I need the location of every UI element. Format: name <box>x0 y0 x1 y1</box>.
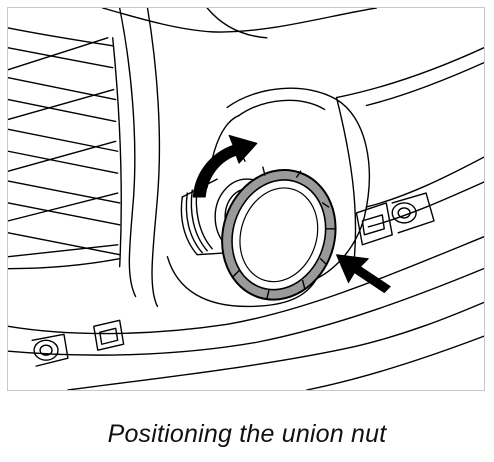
vent-grille <box>8 27 122 270</box>
connector-housing <box>166 87 370 308</box>
mounting-lugs <box>31 192 435 367</box>
device-housing <box>8 8 484 390</box>
figure-caption: Positioning the union nut <box>107 420 387 448</box>
union-nut <box>221 166 337 301</box>
union-nut-illustration <box>8 8 484 390</box>
illustration-frame <box>7 7 485 391</box>
push-arrow <box>336 254 391 294</box>
rotation-arrow <box>192 134 258 198</box>
